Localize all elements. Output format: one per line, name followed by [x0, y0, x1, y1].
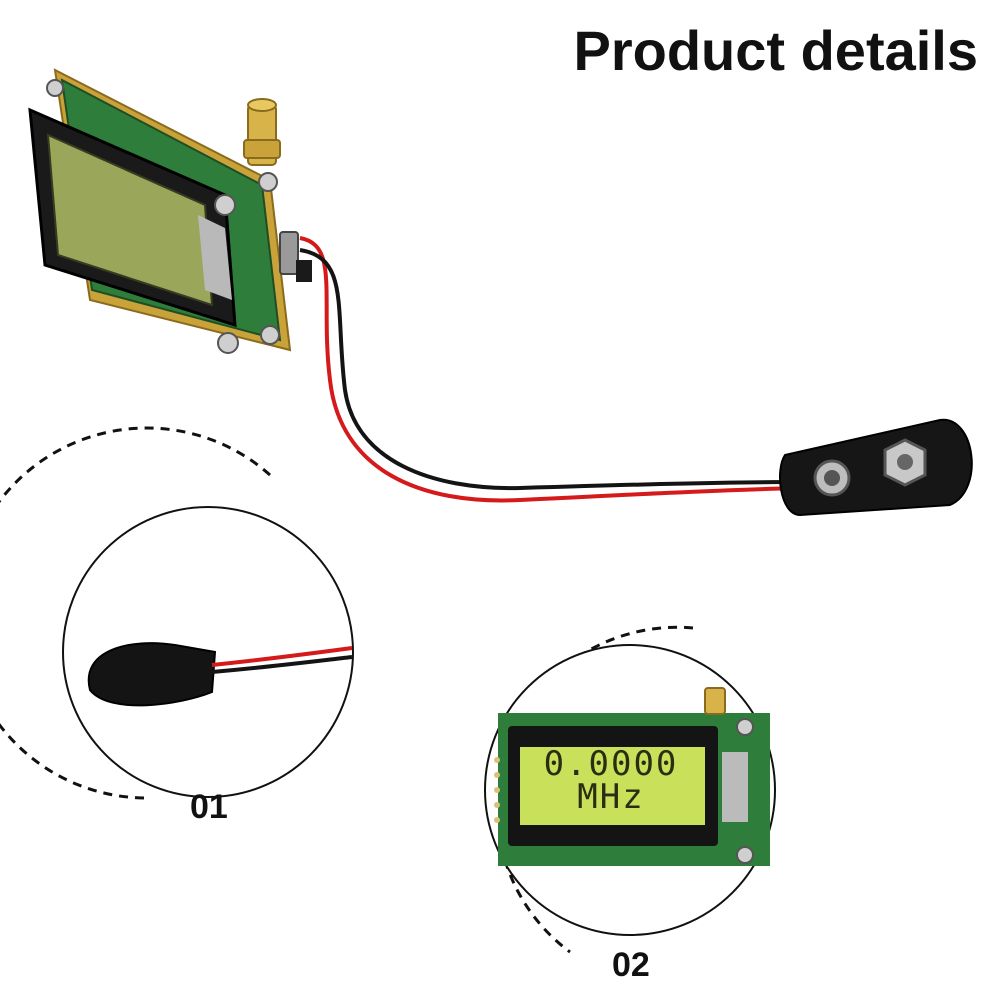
lcd-display: 0.0000 MHz	[526, 744, 696, 817]
battery-wires	[299, 236, 801, 503]
callout-label-01: 01	[190, 788, 228, 826]
callout-label-02: 02	[612, 946, 650, 984]
page-title: Product details	[573, 19, 978, 82]
lcd-unit: MHz	[577, 777, 645, 817]
frequency-meter-module	[28, 68, 312, 354]
callout-02	[484, 625, 776, 954]
battery-snap	[779, 418, 973, 517]
callout-01	[0, 426, 354, 800]
lcd-frequency-value: 0.0000	[543, 744, 679, 784]
